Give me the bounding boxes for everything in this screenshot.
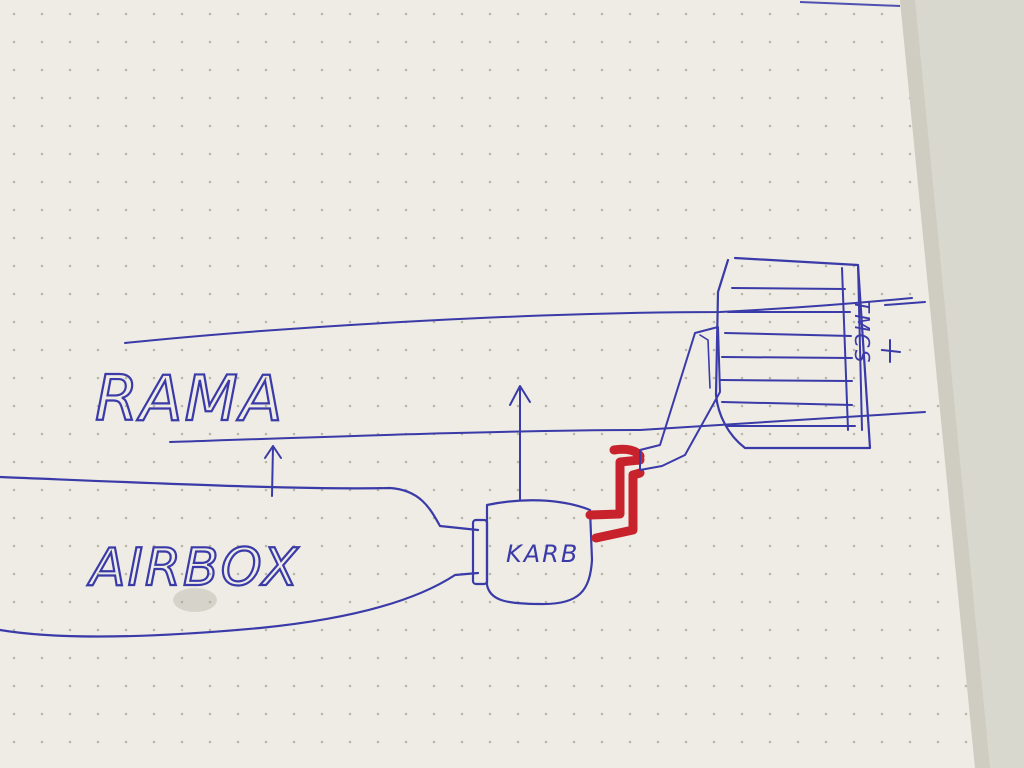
cylinder-fins — [719, 287, 856, 427]
pencil-smudge — [173, 588, 217, 612]
frame-rail-bottom — [169, 411, 926, 443]
carburetor-body — [485, 499, 594, 606]
cylinder-label: TMCS — [850, 300, 874, 365]
carburetor-label: KARB — [506, 540, 579, 568]
intake-boot — [585, 444, 645, 543]
frame-rail-top — [124, 297, 913, 344]
airbox-label: AIRBOX — [87, 538, 300, 598]
cylinder-body — [714, 256, 872, 450]
frame-label: RAMA — [95, 362, 284, 435]
paper-top-line — [799, 1, 901, 7]
airbox-frame-link — [264, 445, 282, 497]
airbox-body — [0, 475, 480, 638]
paper-dot-grid — [0, 0, 975, 768]
intake-manifold-inner — [699, 334, 711, 389]
plus-icon — [881, 339, 901, 363]
intake-manifold — [639, 326, 721, 471]
carburetor-cable — [509, 385, 531, 501]
page-edge-shadow — [900, 0, 990, 768]
cylinder-head — [841, 264, 863, 431]
frame-tick-right — [884, 301, 926, 306]
